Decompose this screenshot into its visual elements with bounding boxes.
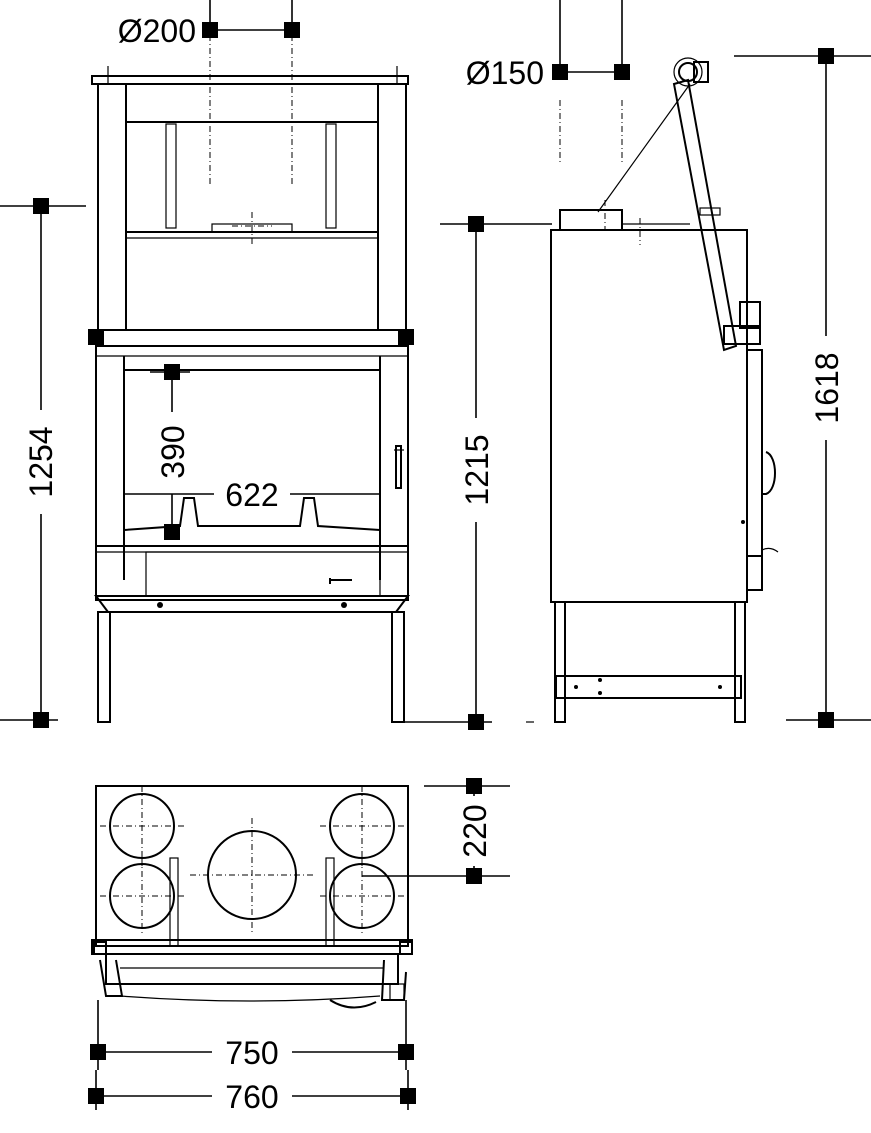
- dim-label-top-depth: 220: [457, 804, 493, 857]
- dim-label-height-front: 1254: [23, 426, 59, 497]
- dim-label-width-outer: 760: [225, 1079, 278, 1115]
- dim-label-height-total: 1618: [809, 352, 845, 423]
- dim-label-door-width: 622: [225, 477, 278, 513]
- dim-label-flue-side: Ø150: [466, 55, 544, 91]
- dim-label-door-height: 390: [155, 425, 191, 478]
- side-view: [526, 57, 779, 723]
- front-view: [91, 22, 410, 723]
- dim-label-flue-front: Ø200: [118, 13, 196, 49]
- dim-label-height-side: 1215: [459, 434, 495, 505]
- top-view: [91, 785, 413, 1009]
- dim-label-width-inner: 750: [225, 1035, 278, 1071]
